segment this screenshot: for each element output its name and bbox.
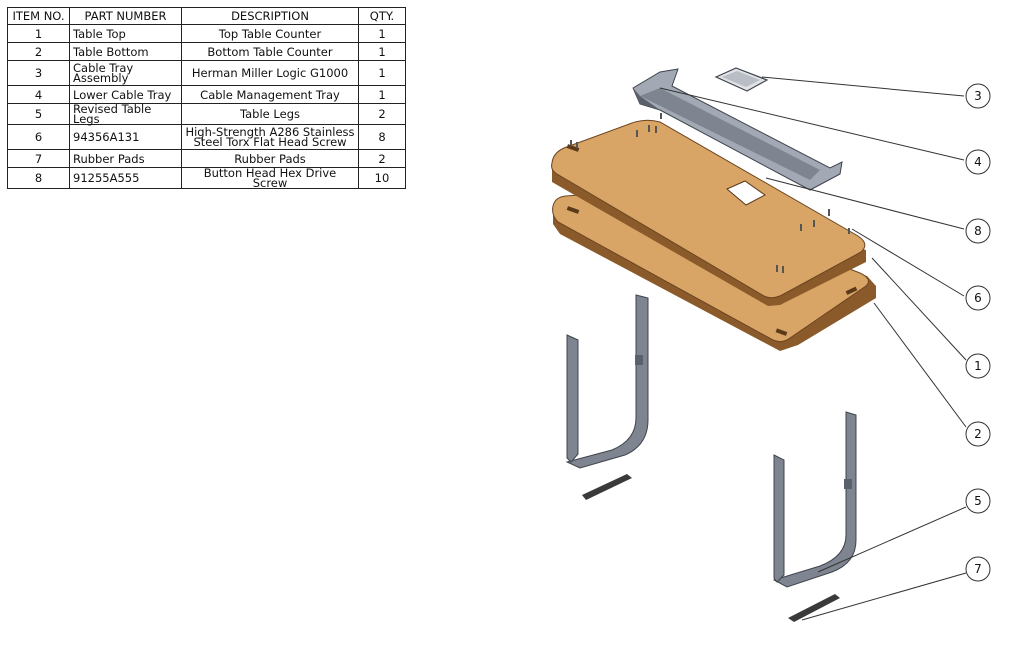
cable-tray-assembly [714, 67, 769, 92]
part-cell: Cable Tray Assembly [69, 60, 182, 86]
balloon-7: 7 [965, 556, 991, 582]
balloon-1: 1 [965, 353, 991, 379]
qty-cell: 8 [358, 124, 406, 150]
bill-of-materials-table: ITEM NO. PART NUMBER DESCRIPTION QTY. 1 … [7, 7, 406, 189]
qty-cell: 1 [358, 60, 406, 86]
leader-lines [659, 76, 967, 621]
lower-cable-tray [632, 68, 843, 191]
svg-text:4: 4 [974, 155, 982, 169]
part-cell: 94356A131 [69, 124, 182, 150]
svg-text:5: 5 [974, 494, 982, 508]
svg-text:1: 1 [974, 359, 982, 373]
balloon-5: 5 [965, 488, 991, 514]
table-row: 8 91255A555 Button Head Hex Drive Screw … [7, 167, 406, 189]
table-leg-right [772, 411, 857, 588]
svg-text:7: 7 [974, 562, 982, 576]
flat-head-screws [570, 113, 850, 273]
table-row: 4 Lower Cable Tray Cable Management Tray… [7, 85, 406, 104]
svg-text:2: 2 [974, 427, 982, 441]
description-cell: Button Head Hex Drive Screw [181, 167, 359, 189]
svg-text:6: 6 [974, 291, 982, 305]
balloon-8: 8 [965, 218, 991, 244]
svg-text:8: 8 [974, 224, 982, 238]
item-cell: 8 [7, 167, 70, 189]
table-leg-left [565, 294, 649, 469]
balloon-6: 6 [965, 285, 991, 311]
table-row: 6 94356A131 High-Strength A286 Stainless… [7, 124, 406, 150]
table-header-row: ITEM NO. PART NUMBER DESCRIPTION QTY. [7, 7, 406, 25]
balloon-4: 4 [965, 149, 991, 175]
balloon-3: 3 [965, 83, 991, 109]
balloon-2: 2 [965, 421, 991, 447]
table-top-panel [551, 113, 866, 306]
rubber-pads [582, 474, 840, 622]
svg-text:3: 3 [974, 89, 982, 103]
part-cell: 91255A555 [69, 167, 182, 189]
qty-cell: 10 [358, 167, 406, 189]
table-row: 2 Table Bottom Bottom Table Counter 1 [7, 42, 406, 61]
